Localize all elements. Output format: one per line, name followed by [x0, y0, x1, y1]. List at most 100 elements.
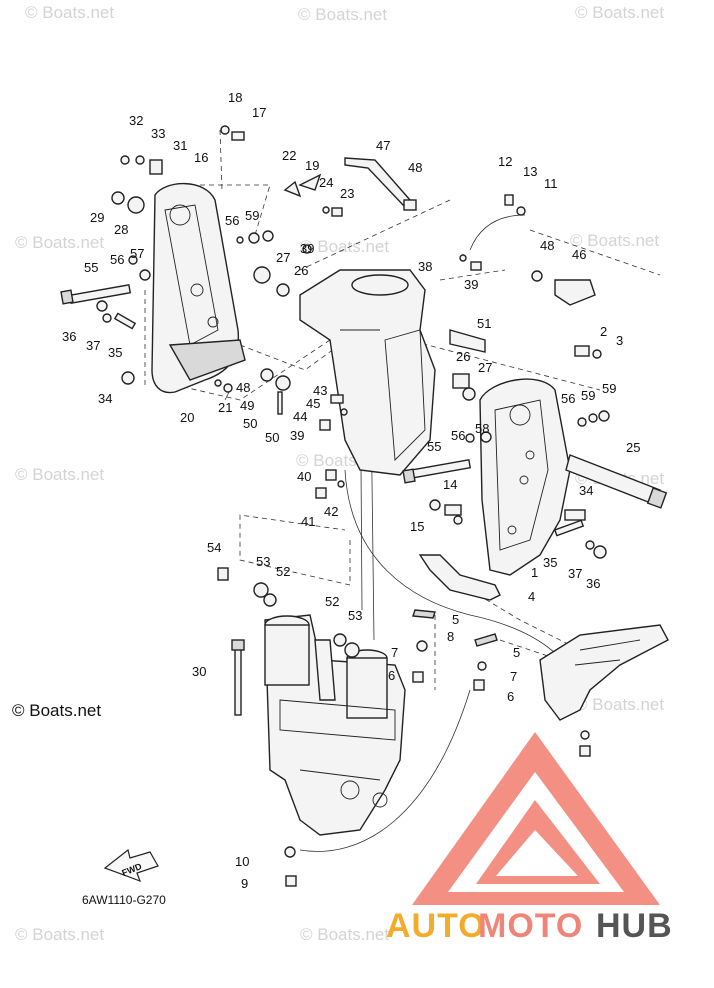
- watermark: © Boats.net: [15, 925, 104, 944]
- callout-22: 22: [282, 148, 296, 163]
- callout-41: 41: [301, 514, 315, 529]
- callout-53: 53: [348, 608, 362, 623]
- tilt-tube: [565, 454, 668, 509]
- callout-27: 27: [478, 360, 492, 375]
- callout-34: 34: [579, 483, 593, 498]
- callout-7: 7: [510, 669, 517, 684]
- power-trim-tilt-unit: [264, 614, 406, 836]
- through-bolt-left: [60, 284, 132, 305]
- brand-auto: AUTO: [386, 907, 486, 945]
- brand-moto: MOTO: [478, 907, 583, 945]
- callout-16: 16: [194, 150, 208, 165]
- steering-friction-piece: [554, 279, 596, 306]
- callout-53: 53: [256, 554, 270, 569]
- callout-18: 18: [228, 90, 242, 105]
- callout-57: 57: [130, 246, 144, 261]
- callout-7: 7: [391, 645, 398, 660]
- callout-27: 27: [276, 250, 290, 265]
- callout-34: 34: [98, 391, 112, 406]
- watermark: © Boats.net: [25, 3, 114, 22]
- callout-26: 26: [456, 349, 470, 364]
- callout-24: 24: [319, 175, 333, 190]
- callout-25: 25: [626, 440, 640, 455]
- callout-37: 37: [86, 338, 100, 353]
- callout-28: 28: [114, 222, 128, 237]
- brand-hub: HUB: [596, 907, 673, 945]
- callout-26: 26: [294, 263, 308, 278]
- callout-50: 50: [265, 430, 279, 445]
- callout-45: 45: [306, 396, 320, 411]
- callout-14: 14: [443, 477, 457, 492]
- callout-31: 31: [173, 138, 187, 153]
- callout-51: 51: [477, 316, 491, 331]
- callout-35: 35: [108, 345, 122, 360]
- cable-tie: [231, 639, 245, 716]
- watermark: © Boats.net: [570, 231, 659, 250]
- watermark: © Boats.net: [15, 233, 104, 252]
- callout-48: 48: [408, 160, 422, 175]
- callout-13: 13: [523, 164, 537, 179]
- callout-48: 48: [540, 238, 554, 253]
- callout-55: 55: [84, 260, 98, 275]
- callout-52: 52: [325, 594, 339, 609]
- callout-11: 11: [544, 176, 558, 191]
- callout-20: 20: [180, 410, 194, 425]
- callout-1: 1: [531, 565, 538, 580]
- steering-pin: [344, 157, 411, 208]
- callout-44: 44: [293, 409, 307, 424]
- callout-5: 5: [452, 612, 459, 627]
- brand-logo-mark: [412, 732, 660, 905]
- callout-4: 4: [528, 589, 535, 604]
- watermark: © Boats.net: [300, 925, 389, 944]
- callout-38: 38: [418, 259, 432, 274]
- callout-54: 54: [207, 540, 221, 555]
- callout-17: 17: [252, 105, 266, 120]
- callout-43: 43: [313, 383, 327, 398]
- callout-46: 46: [572, 247, 586, 262]
- callout-47: 47: [376, 138, 390, 153]
- right-clamp-bracket: [479, 378, 571, 576]
- forward-direction-arrow: FWD: [103, 848, 159, 883]
- swivel-bracket: [299, 269, 436, 476]
- callout-56: 56: [561, 391, 575, 406]
- callout-56: 56: [110, 252, 124, 267]
- callout-49: 49: [240, 398, 254, 413]
- callout-32: 32: [129, 113, 143, 128]
- callout-labels: 18 17 32 33 31 16 29 28 56 59 57 56 55 3…: [62, 90, 640, 891]
- callout-15: 15: [410, 519, 424, 534]
- callout-59: 59: [245, 208, 259, 223]
- callout-58: 58: [475, 421, 489, 436]
- small-hardware: [96, 125, 610, 887]
- watermark: © Boats.net: [300, 237, 389, 256]
- callout-23: 23: [340, 186, 354, 201]
- callout-42: 42: [324, 504, 338, 519]
- callout-50: 50: [243, 416, 257, 431]
- callout-6: 6: [507, 689, 514, 704]
- trim-rod: [449, 329, 486, 353]
- callout-59: 59: [581, 388, 595, 403]
- callout-40: 40: [297, 469, 311, 484]
- anode-plates: [412, 609, 498, 647]
- callout-55: 55: [427, 439, 441, 454]
- callout-9: 9: [241, 876, 248, 891]
- callout-39: 39: [290, 428, 304, 443]
- watermark: © Boats.net: [575, 3, 664, 22]
- outboard-lower-unit: [539, 624, 669, 721]
- watermark: © Boats.net: [15, 465, 104, 484]
- callout-30: 30: [192, 664, 206, 679]
- diagram-code: 6AW1110-G270: [82, 893, 166, 907]
- callout-52: 52: [276, 564, 290, 579]
- callout-39: 39: [300, 241, 314, 256]
- callout-37: 37: [568, 566, 582, 581]
- callout-6: 6: [388, 668, 395, 683]
- callout-36: 36: [62, 329, 76, 344]
- callout-2: 2: [600, 324, 607, 339]
- callout-48: 48: [236, 380, 250, 395]
- callout-12: 12: [498, 154, 512, 169]
- callout-3: 3: [616, 333, 623, 348]
- left-clamp-bracket: [151, 182, 246, 394]
- brand-logo-wordmark: AUTO MOTO HUB: [386, 907, 673, 945]
- callout-59: 59: [602, 381, 616, 396]
- callout-21: 21: [218, 400, 232, 415]
